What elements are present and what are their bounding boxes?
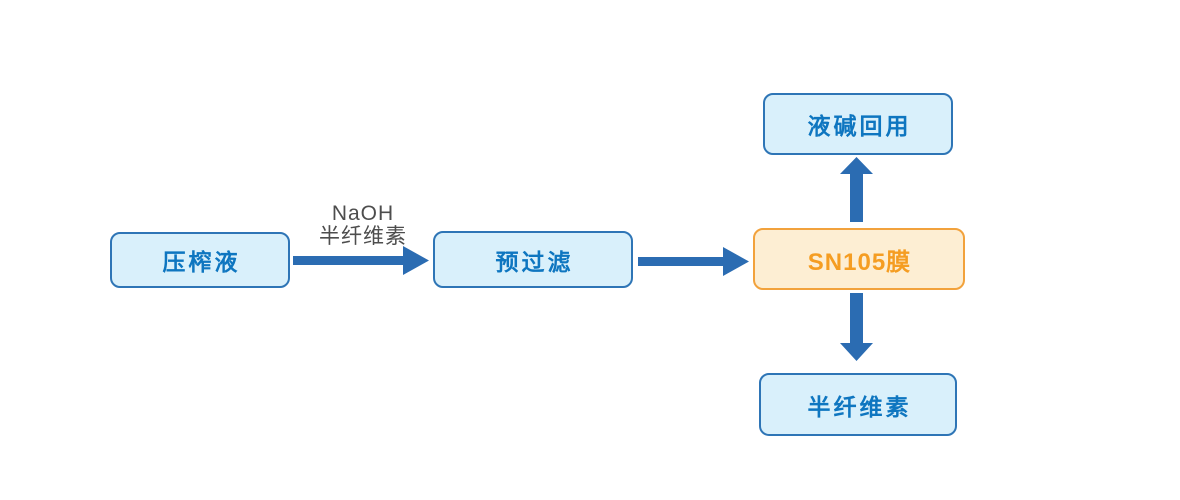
node-hemicellulose: 半纤维素 [759, 373, 957, 436]
edge-label-line2: 半纤维素 [319, 225, 407, 248]
node-pre-filter: 预过滤 [433, 231, 633, 288]
edge-label-naoh-hemicellulose: NaOH 半纤维素 [288, 202, 438, 248]
arrow-pre-filter-to-sn105 [638, 247, 749, 276]
arrow-sn105-to-alkali-reuse [840, 157, 873, 222]
node-press-liquid: 压榨液 [110, 232, 290, 288]
node-sn105-membrane: SN105膜 [753, 228, 965, 290]
arrow-sn105-to-hemicellulose [840, 293, 873, 361]
arrow-press-liquid-to-pre-filter [293, 246, 429, 275]
node-alkali-reuse: 液碱回用 [763, 93, 953, 155]
edge-label-line1: NaOH [331, 202, 395, 225]
